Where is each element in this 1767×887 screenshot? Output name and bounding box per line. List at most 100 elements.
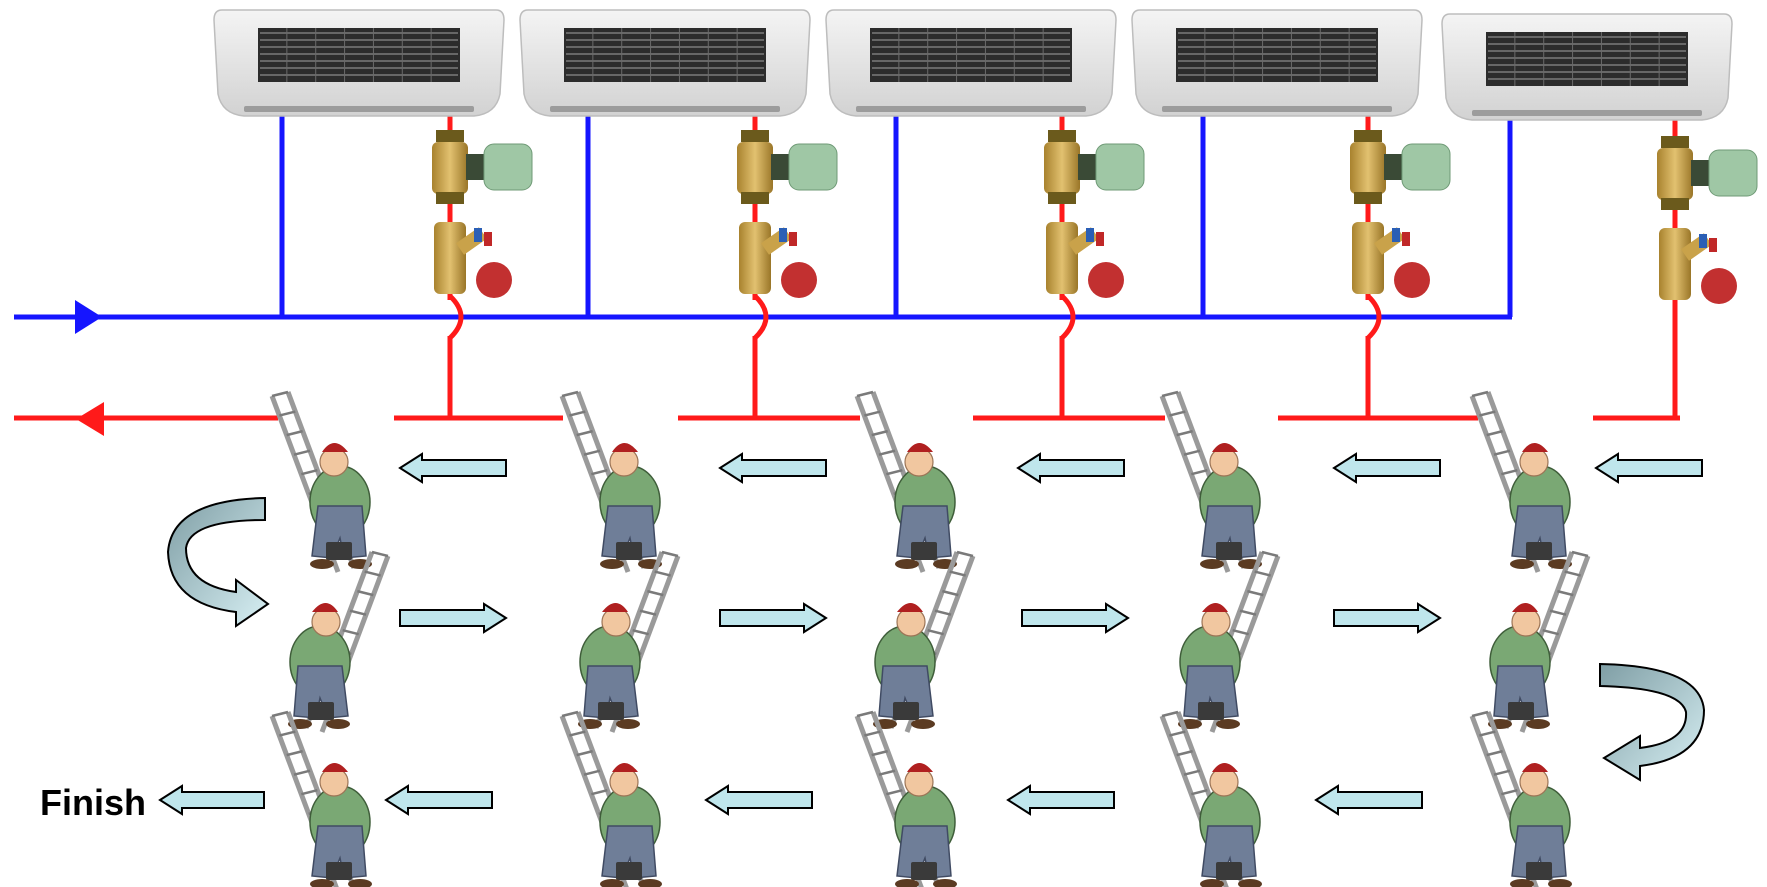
worker-boot <box>310 559 334 569</box>
ladder-rung <box>1191 789 1208 796</box>
worker-cap <box>1212 443 1238 452</box>
worker-on-ladder-icon <box>854 710 957 887</box>
pipe-crossover <box>1060 294 1076 340</box>
ladder-rung <box>1486 429 1503 437</box>
worker-head <box>601 607 631 637</box>
worker-on-ladder-icon <box>559 710 662 887</box>
test-point-blue <box>1086 228 1094 242</box>
ladder-rung <box>576 749 593 757</box>
block-arrow-icon <box>1314 784 1423 816</box>
ladder-rung <box>561 710 579 718</box>
worker-boot <box>600 879 624 887</box>
worker-on-ladder-icon <box>269 710 372 887</box>
ladder-rung <box>856 390 874 398</box>
worker-cap <box>322 763 348 772</box>
test-point-red <box>1402 232 1410 246</box>
ladder-rung <box>561 390 579 398</box>
valve-nut <box>1661 136 1689 148</box>
ladder-rung <box>1493 449 1511 456</box>
ladder-rung <box>956 550 974 558</box>
ladder-rung <box>871 429 888 437</box>
worker-cap <box>1202 603 1228 612</box>
valve-body <box>432 142 468 194</box>
ladder-rung <box>301 789 318 796</box>
worker-on-ladder-icon <box>1469 390 1572 573</box>
ladder-rung <box>864 730 881 737</box>
arrow-left-icon <box>76 402 104 436</box>
air-grille <box>870 28 1072 82</box>
balancing-valve-body <box>739 222 771 294</box>
actuator-head <box>1708 149 1758 197</box>
valve-nut <box>1661 198 1689 210</box>
control-valve-icon <box>1044 130 1145 204</box>
worker-boot <box>326 719 350 729</box>
curved-arrow-icon <box>166 496 270 628</box>
ladder-rung <box>279 410 296 417</box>
worker-cap <box>322 443 348 452</box>
worker-on-ladder-icon <box>1488 550 1591 733</box>
ladder-rung <box>293 449 311 456</box>
worker-boot <box>1200 879 1224 887</box>
workers <box>269 390 1591 887</box>
ladder-rung <box>1176 749 1193 757</box>
finish-label: Finish <box>40 782 146 823</box>
worker-on-ladder-icon <box>578 550 681 733</box>
toolbox <box>598 702 624 720</box>
toolbox <box>616 862 642 880</box>
ladder-rung <box>1183 769 1201 776</box>
ladder-rung <box>576 429 593 437</box>
valves <box>432 130 1758 304</box>
handwheel <box>1701 268 1737 304</box>
ladder-rung <box>293 769 311 776</box>
ladder-rung <box>1471 710 1489 718</box>
ladder-rung <box>364 570 381 577</box>
block-arrow-icon <box>719 602 828 634</box>
actuator-neck <box>1384 154 1404 180</box>
worker-boot <box>638 879 662 887</box>
fan-coil-unit-1 <box>213 9 505 117</box>
test-point-red <box>789 232 797 246</box>
worker-cap <box>1212 763 1238 772</box>
ladder-rung <box>591 789 608 796</box>
ladder-rung <box>349 609 367 616</box>
ladder-rung <box>286 429 303 437</box>
ladder-rung <box>371 550 389 558</box>
ladder-rung <box>1176 429 1193 437</box>
balancing-valve-body <box>1352 222 1384 294</box>
toolbox <box>893 702 919 720</box>
ladder-rung <box>864 410 881 417</box>
toolbox <box>1526 862 1552 880</box>
test-point-red <box>484 232 492 246</box>
ladder-rung <box>886 469 903 476</box>
ladder-rung <box>856 710 874 718</box>
worker-boot <box>1510 879 1534 887</box>
ladder-rung <box>1161 390 1179 398</box>
worker-head <box>1209 767 1239 797</box>
ladder-rung <box>1501 469 1518 476</box>
ladder-rung <box>271 710 289 718</box>
ladder-rung <box>569 730 586 737</box>
worker-on-ladder-icon <box>269 390 372 573</box>
worker-on-ladder-icon <box>854 390 957 573</box>
ladder-rung <box>942 589 959 597</box>
test-point-red <box>1096 232 1104 246</box>
unit-base <box>550 106 780 112</box>
worker-head <box>311 607 341 637</box>
worker-boot <box>933 879 957 887</box>
valve-nut <box>1048 130 1076 142</box>
control-valve-icon <box>737 130 838 204</box>
worker-boot <box>1548 879 1572 887</box>
actuator-head <box>483 143 533 191</box>
worker-head <box>1519 767 1549 797</box>
toolbox <box>616 542 642 560</box>
ladder-rung <box>1191 469 1208 476</box>
worker-cap <box>1522 443 1548 452</box>
air-grille <box>1486 32 1688 86</box>
worker-boot <box>1510 559 1534 569</box>
handwheel <box>1394 262 1430 298</box>
worker-cap <box>312 603 338 612</box>
test-point-red <box>1709 238 1717 252</box>
toolbox <box>308 702 334 720</box>
valve-nut <box>1354 130 1382 142</box>
balancing-valve-body <box>1659 228 1691 300</box>
